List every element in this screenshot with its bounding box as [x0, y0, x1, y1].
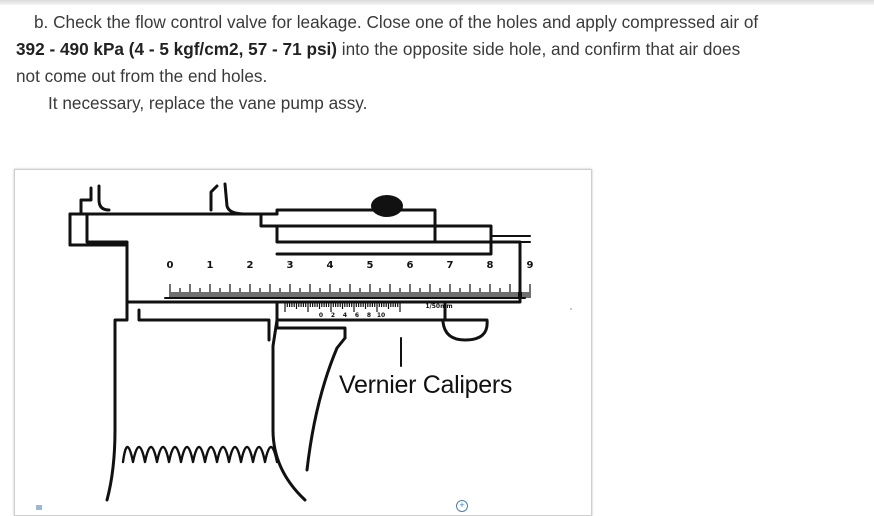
figure-corner-marker — [36, 505, 42, 510]
vernier-scale-number: 4 — [343, 312, 347, 319]
figure-caption: Vernier Calipers — [339, 371, 513, 399]
vernier-scale-number: 8 — [367, 312, 371, 319]
vernier-scale-number: 6 — [355, 312, 359, 319]
main-scale-number: 5 — [367, 260, 374, 271]
zoom-in-icon[interactable]: + — [456, 500, 468, 512]
vernier-resolution-label: 1/50mm — [425, 303, 452, 310]
main-scale-number: 0 — [167, 260, 174, 271]
vernier-caliper-figure[interactable]: 0 1 2 3 4 5 6 7 8 9 0 2 4 6 8 10 1/50mm Vernier Calipe… — [14, 169, 592, 516]
main-scale-number: 6 — [407, 260, 414, 271]
instruction-line-4: It necessary, replace the vane pump assy… — [48, 93, 368, 113]
main-scale-number: 7 — [447, 260, 454, 271]
instruction-line-3: not come out from the end holes. — [16, 66, 268, 86]
instruction-line-2-rest: into the opposite side hole, and confirm… — [337, 39, 741, 59]
pressure-spec: 392 - 490 kPa (4 - 5 kgf/cm2, 57 - 71 ps… — [16, 39, 337, 59]
instruction-text: b. Check the flow control valve for leak… — [16, 9, 866, 117]
main-scale-number: 4 — [327, 260, 334, 271]
main-scale-number: 9 — [527, 260, 534, 271]
main-scale-number: 2 — [247, 260, 254, 271]
vernier-caliper-drawing: 0 1 2 3 4 5 6 7 8 9 0 2 4 6 8 10 1/50mm — [68, 182, 534, 502]
vernier-scale-number: 0 — [319, 312, 323, 319]
locking-screw-icon — [371, 195, 403, 217]
main-scale-number: 3 — [287, 260, 294, 271]
figure-dot — [570, 308, 572, 310]
vernier-scale-number: 10 — [377, 312, 385, 319]
instruction-line-2: 392 - 490 kPa (4 - 5 kgf/cm2, 57 - 71 ps… — [16, 36, 866, 63]
vernier-scale-number: 2 — [331, 312, 335, 319]
main-scale-number: 1 — [207, 260, 214, 271]
top-divider — [0, 0, 874, 5]
main-scale-number: 8 — [487, 260, 494, 271]
instruction-line-1: b. Check the flow control valve for leak… — [34, 12, 759, 32]
